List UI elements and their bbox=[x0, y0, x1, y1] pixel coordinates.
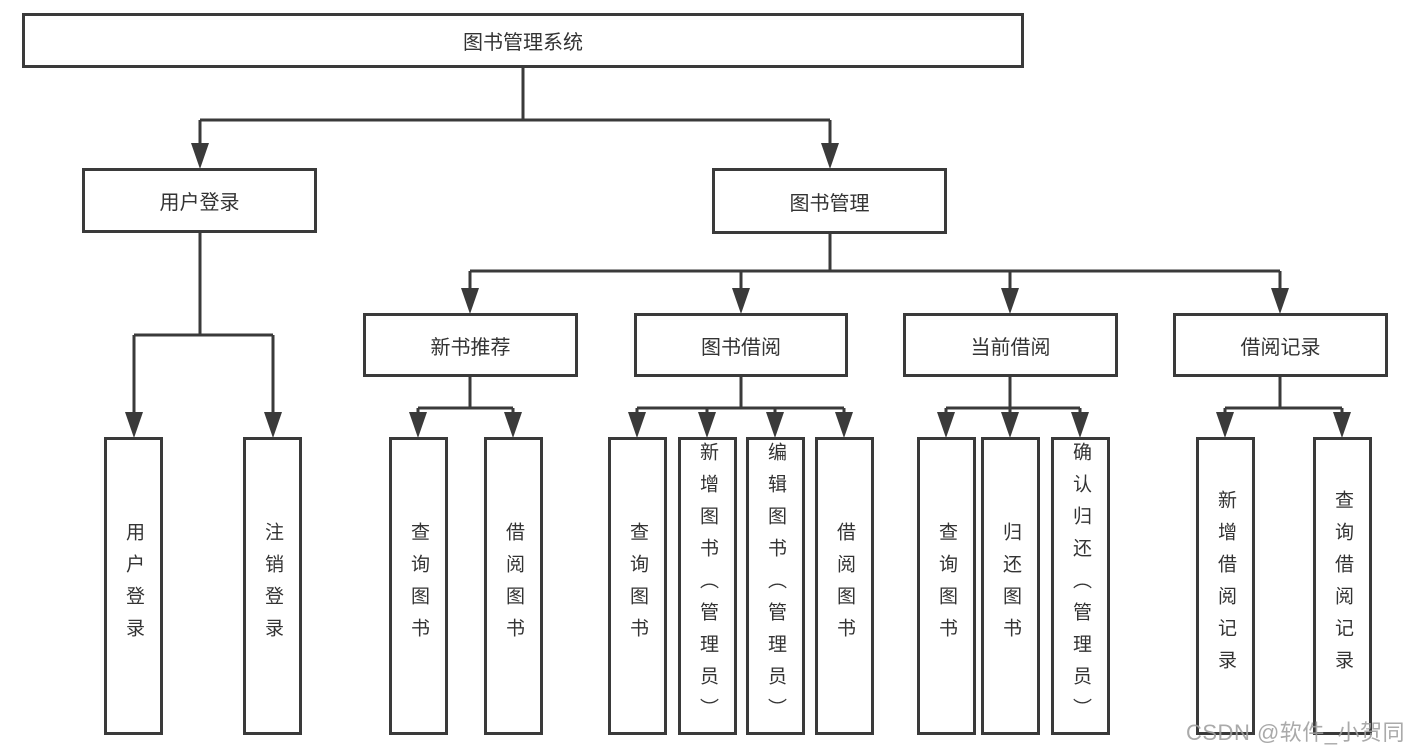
leaf-search-books-borrowing: 查询图书 bbox=[608, 437, 667, 735]
leaf-confirm-return-admin: 确认归还（管理员） bbox=[1051, 437, 1110, 735]
node-label: 用户登录 bbox=[159, 192, 240, 214]
node-label: 借阅图书 bbox=[834, 522, 855, 650]
node-label: 借阅图书 bbox=[503, 522, 524, 650]
leaf-logout: 注销登录 bbox=[243, 437, 302, 735]
leaf-add-borrow-record: 新增借阅记录 bbox=[1196, 437, 1255, 735]
node-label: 新书推荐 bbox=[430, 336, 511, 359]
node-label: 图书管理系统 bbox=[463, 32, 583, 54]
leaf-return-books: 归还图书 bbox=[981, 437, 1040, 735]
node-label: 图书管理 bbox=[789, 192, 870, 215]
leaf-borrow-books-recommend: 借阅图书 bbox=[484, 437, 543, 735]
node-label: 图书借阅 bbox=[701, 336, 781, 359]
leaf-add-books-admin: 新增图书（管理员） bbox=[678, 437, 737, 735]
node-root-library-system: 图书管理系统 bbox=[22, 13, 1024, 68]
node-borrowing-records: 借阅记录 bbox=[1173, 313, 1388, 377]
node-label: 新增借阅记录 bbox=[1215, 490, 1236, 682]
node-label: 归还图书 bbox=[1000, 522, 1021, 650]
leaf-search-books-current: 查询图书 bbox=[917, 437, 976, 735]
leaf-search-books-recommend: 查询图书 bbox=[389, 437, 448, 735]
node-label: 借阅记录 bbox=[1240, 336, 1321, 359]
node-label: 查询图书 bbox=[408, 522, 429, 650]
node-label: 新增图书（管理员） bbox=[697, 442, 718, 730]
node-book-management: 图书管理 bbox=[712, 168, 947, 234]
node-label: 查询图书 bbox=[627, 522, 648, 650]
leaf-borrow-books: 借阅图书 bbox=[815, 437, 874, 735]
leaf-search-borrow-record: 查询借阅记录 bbox=[1313, 437, 1372, 735]
node-label: 确认归还（管理员） bbox=[1070, 442, 1091, 730]
node-label: 查询图书 bbox=[936, 522, 957, 650]
arrowhead-icons bbox=[125, 143, 1351, 438]
leaf-edit-books-admin: 编辑图书（管理员） bbox=[746, 437, 805, 735]
watermark: CSDN @软件_小贺同学 bbox=[1186, 720, 1405, 745]
node-new-book-recommend: 新书推荐 bbox=[363, 313, 578, 377]
node-label: 查询借阅记录 bbox=[1332, 490, 1353, 682]
node-label: 注销登录 bbox=[262, 522, 283, 650]
node-user-login: 用户登录 bbox=[82, 168, 317, 233]
node-label: 用户登录 bbox=[123, 522, 144, 650]
leaf-user-login: 用户登录 bbox=[104, 437, 163, 735]
node-label: 编辑图书（管理员） bbox=[765, 442, 786, 730]
node-label: 当前借阅 bbox=[970, 336, 1051, 359]
node-book-borrowing: 图书借阅 bbox=[634, 313, 848, 377]
node-current-borrowing: 当前借阅 bbox=[903, 313, 1118, 377]
